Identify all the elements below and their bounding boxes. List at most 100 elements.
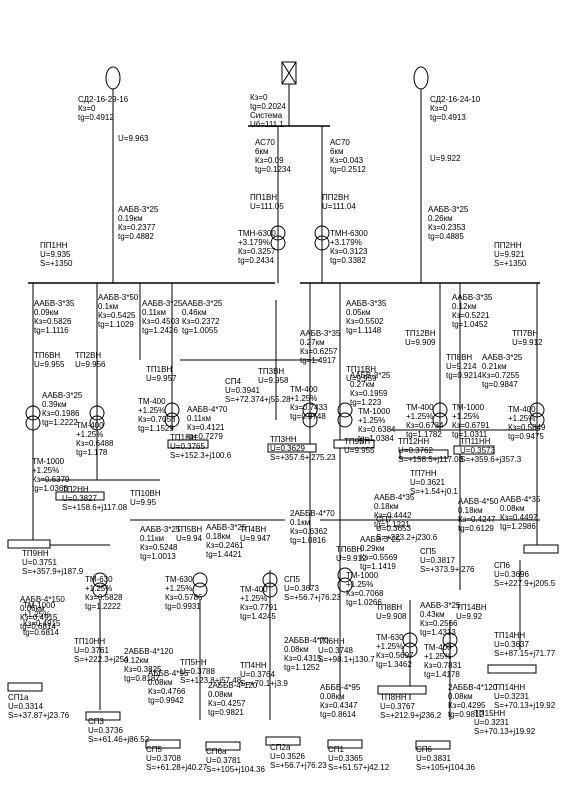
label-line: S=+158.6+j117.08 — [62, 503, 128, 512]
label-line: Кз=0.1959 — [350, 389, 388, 398]
label-line: U=0.3637 — [494, 640, 529, 649]
label-line: S=+61.46+j86.52 — [88, 735, 150, 744]
label-line: U=9.909 — [405, 338, 436, 347]
label-line: tg=1.4178 — [424, 670, 460, 679]
label-line: tg=1.2986 — [500, 522, 536, 531]
label-line: ТП15НН — [474, 709, 505, 718]
label-line: ААБВ-3*25 — [420, 601, 461, 610]
label-line: +1.25% — [452, 412, 479, 421]
label-line: Кз=0.4315 — [284, 654, 322, 663]
label-line: tg=1.223 — [350, 398, 382, 407]
label-line: U=0.3736 — [88, 726, 123, 735]
label-line: Кз=0.5502 — [346, 317, 384, 326]
label-line: S=+56.7+j76.23 — [284, 593, 341, 602]
label-line: СП6 — [416, 745, 433, 754]
label-line: Кз=0.7255 — [482, 371, 520, 380]
label-line: ТП1НН — [170, 433, 197, 442]
label-line: Кз=0.4347 — [320, 701, 358, 710]
label-line: ААБВ-3*25 — [428, 205, 469, 214]
label-line: ТМ-1000 — [23, 601, 56, 610]
label-line: Кз=0.4766 — [148, 687, 186, 696]
label-line: 0.21км — [482, 362, 507, 371]
label-line: ТП4НН — [240, 661, 267, 670]
label-line: СП6а — [206, 747, 227, 756]
label-line: ААБВ-3*25 — [118, 205, 159, 214]
label-line: ААБВ-4*70 — [187, 405, 228, 414]
label-line: +3.179% — [330, 238, 362, 247]
label-line: tg=0.7279 — [187, 432, 223, 441]
label-line: ТП11ВН — [346, 365, 376, 374]
terminal-boxes — [7, 439, 559, 751]
label-line: ТМ-400 — [508, 405, 536, 414]
label-line: tg=0.2024 — [250, 102, 286, 111]
label-line: Кз=0.2377 — [118, 223, 156, 232]
label-line: СП7 — [376, 515, 393, 524]
label-line: S=+61.28+j40.27 — [146, 763, 208, 772]
label-line: ТП5НН — [180, 658, 207, 667]
label-line: U=0.3748 — [318, 646, 353, 655]
label-line: ТМ-1000 — [32, 457, 65, 466]
label-line: ТМ-630 — [85, 575, 113, 584]
label-line: U=0.3788 — [180, 667, 215, 676]
label-line: ТМ-400 — [424, 643, 452, 652]
label-line: U=0.3653 — [376, 524, 411, 533]
label-line: Кз=0.4295 — [448, 701, 486, 710]
label-line: U=0.3781 — [206, 756, 241, 765]
label-line: 0.19км — [118, 214, 143, 223]
label-line: +1.25% — [358, 416, 385, 425]
label-line: tg=1.4421 — [206, 550, 242, 559]
label-line: АББВ-4*95 — [320, 683, 361, 692]
label-line: ААБВ-3*25 — [206, 523, 247, 532]
label-line: Кз=0.6734 — [406, 421, 444, 430]
label-line: U=9.955 — [34, 360, 65, 369]
generator-1 — [105, 66, 121, 283]
label-line: S=+357.6+j275.23 — [270, 453, 336, 462]
label-line: Кз=0.4442 — [374, 511, 412, 520]
label-line: S=+152.3+j100.6 — [170, 451, 232, 460]
label-line: tg=0.3382 — [330, 256, 366, 265]
label-line: ТП1ВН — [146, 365, 172, 374]
label-line: U=0.3765 — [170, 442, 205, 451]
label-line: +1.25% — [424, 652, 451, 661]
label-line: СП5 — [146, 745, 163, 754]
label-line: +1.25% — [23, 610, 50, 619]
branch-network — [32, 283, 540, 720]
label-line: ПП1НН — [40, 241, 68, 250]
label-line: Кз=0 — [250, 93, 268, 102]
label-line: tg=0.9214 — [446, 371, 482, 380]
label-line: 0.08км — [448, 692, 473, 701]
label-line: ААБВ-4*35 — [374, 493, 415, 502]
voltage-g2: U=9.922 — [430, 154, 461, 163]
label-line: 0.43км — [420, 610, 445, 619]
label-line: tg=0.8187 — [124, 674, 160, 683]
label-line: Кз=0.5425 — [98, 311, 136, 320]
label-line: 0.1км — [98, 302, 118, 311]
label-line: ААБВ-3*25 — [140, 525, 181, 534]
label-line: S=+105+j104.36 — [416, 763, 475, 772]
label-line: S=+1350 — [40, 259, 73, 268]
label-line: ТП10ВН — [130, 489, 161, 498]
label-line: 0.18км — [206, 532, 231, 541]
